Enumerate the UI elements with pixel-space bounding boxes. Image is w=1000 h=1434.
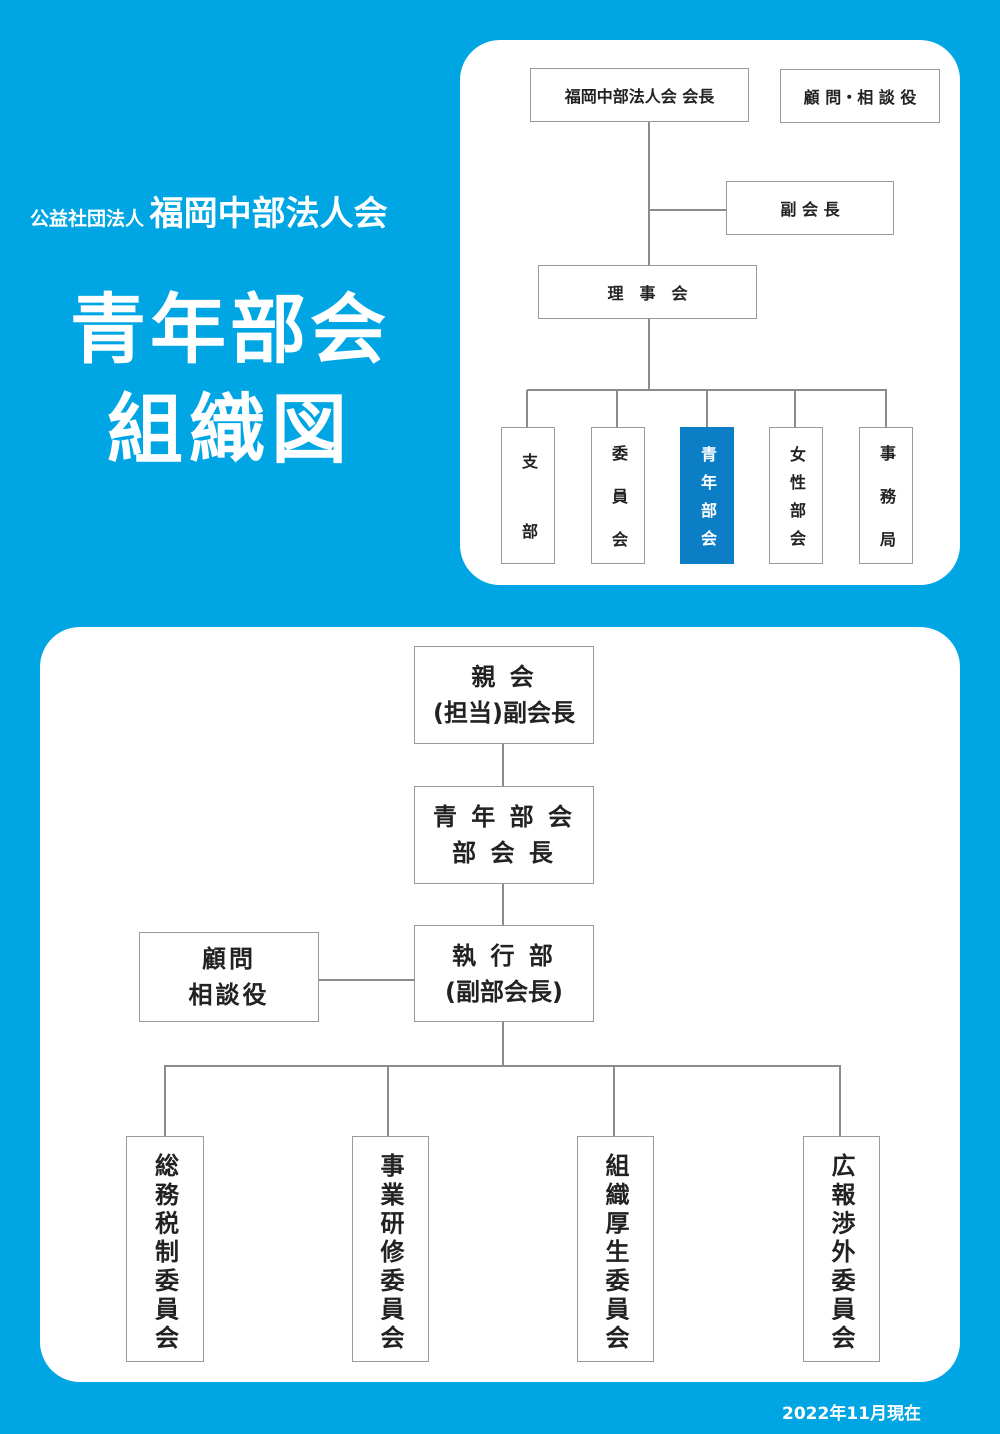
committee-public-relations: 広報渉外委員会	[803, 1136, 880, 1362]
connector	[885, 390, 887, 427]
committee-label: 事業研修委員会	[376, 1153, 404, 1349]
unit-label: 事務局	[877, 444, 896, 547]
connector	[502, 743, 504, 786]
connector	[502, 883, 504, 925]
board-box: 理 事 会	[538, 265, 757, 319]
vice-president-box: 副 会 長	[726, 181, 894, 235]
org-name: 公益社団法人 福岡中部法人会	[30, 186, 388, 235]
executive-box: 執 行 部 (副部会長)	[414, 925, 594, 1022]
box-line: 部 会 長	[452, 839, 556, 867]
unit-label: 青年部会	[698, 445, 717, 546]
unit-youth: 青年部会	[680, 427, 734, 564]
unit-committee: 委員会	[591, 427, 645, 564]
connector	[794, 390, 796, 427]
box-line: 相談役	[188, 981, 270, 1009]
parent-vice-president-box: 親 会 (担当)副会長	[414, 646, 594, 744]
page-title: 青年部会	[70, 285, 390, 374]
unit-label: 女性部会	[787, 445, 806, 546]
box-line: 青 年 部 会	[432, 803, 576, 831]
committee-label: 広報渉外委員会	[827, 1153, 855, 1349]
committee-general-affairs: 総務税制委員会	[126, 1136, 204, 1362]
connector	[164, 1065, 841, 1067]
org-title: 福岡中部法人会	[149, 194, 388, 234]
connector	[164, 1066, 166, 1136]
connector	[387, 1066, 389, 1136]
page-subtitle: 組織図	[107, 385, 353, 474]
committee-label: 総務税制委員会	[150, 1153, 179, 1349]
box-line: (担当)副会長	[433, 699, 575, 727]
connector	[526, 390, 528, 427]
advisor-box: 顧問 相談役	[139, 932, 319, 1022]
box-line: 顧問	[202, 945, 256, 973]
committee-organization-welfare: 組織厚生委員会	[577, 1136, 654, 1362]
connector	[648, 121, 650, 391]
committee-business-training: 事業研修委員会	[352, 1136, 429, 1362]
unit-label: 支部	[519, 452, 538, 539]
box-line: (副部会長)	[445, 977, 563, 1006]
connector	[839, 1066, 841, 1136]
president-box: 福岡中部法人会 会長	[530, 68, 749, 122]
unit-secretariat: 事務局	[859, 427, 913, 564]
connector	[502, 1021, 504, 1066]
connector	[706, 390, 708, 427]
unit-label: 委員会	[609, 444, 628, 547]
connector	[613, 1066, 615, 1136]
org-prefix: 公益社団法人	[30, 208, 145, 230]
box-line: 執 行 部	[452, 941, 556, 970]
unit-branch: 支部	[501, 427, 555, 564]
unit-women: 女性部会	[769, 427, 823, 564]
connector	[318, 979, 414, 981]
box-line: 親 会	[471, 663, 537, 691]
connector	[649, 209, 726, 211]
committee-label: 組織厚生委員会	[601, 1153, 629, 1349]
as-of-date: 2022年11月現在	[782, 1404, 921, 1424]
advisors-box: 顧 問・相 談 役	[780, 69, 940, 123]
connector	[616, 390, 618, 427]
youth-chair-box: 青 年 部 会 部 会 長	[414, 786, 594, 884]
